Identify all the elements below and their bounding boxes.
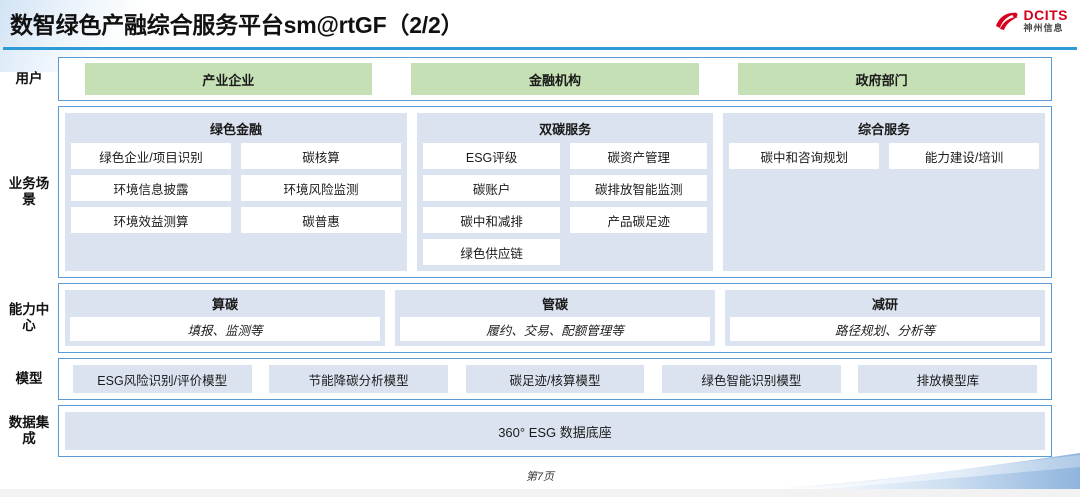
- business-item[interactable]: ESG评级: [423, 143, 561, 169]
- user-cell: 金融机构: [392, 63, 719, 95]
- architecture-diagram: 用户 产业企业 金融机构 政府部门 业务场景 绿色金融 绿色企业/项目识别 碳核…: [0, 57, 1080, 462]
- business-panel-items: 碳中和咨询规划 能力建设/培训: [729, 143, 1039, 265]
- business-panel-green-finance: 绿色金融 绿色企业/项目识别 碳核算 环境信息披露 环境风险监测 环境效益测算 …: [65, 113, 407, 271]
- business-panel-items: 绿色企业/项目识别 碳核算 环境信息披露 环境风险监测 环境效益测算 碳普惠: [71, 143, 401, 265]
- business-item[interactable]: 碳资产管理: [570, 143, 708, 169]
- business-row-body: 绿色金融 绿色企业/项目识别 碳核算 环境信息披露 环境风险监测 环境效益测算 …: [58, 106, 1052, 278]
- row-label-data-integration: 数据集成: [8, 415, 50, 446]
- business-item[interactable]: 碳排放智能监测: [570, 175, 708, 201]
- layer-row-model: 模型 ESG风险识别/评价模型 节能降碳分析模型 碳足迹/核算模型 绿色智能识别…: [0, 358, 1080, 400]
- user-box[interactable]: 产业企业: [84, 63, 373, 95]
- row-label-business-scenario: 业务场景: [8, 176, 50, 207]
- business-item[interactable]: 环境效益测算: [71, 207, 231, 233]
- business-panel-items: ESG评级 碳资产管理 碳账户 碳排放智能监测 碳中和减排 产品碳足迹 绿色供应…: [423, 143, 708, 265]
- capability-panel-subtitle[interactable]: 路径规划、分析等: [730, 317, 1040, 341]
- model-box[interactable]: 绿色智能识别模型: [662, 365, 841, 393]
- business-panel-title: 双碳服务: [539, 122, 592, 137]
- logo-cn-label: 神州信息: [1023, 23, 1064, 33]
- capability-row-body: 算碳 填报、监测等 管碳 履约、交易、配额管理等 减研 路径规划、分析等: [58, 283, 1052, 353]
- business-item[interactable]: 碳账户: [423, 175, 561, 201]
- dcits-swirl-icon: [994, 10, 1020, 32]
- business-item[interactable]: 碳普惠: [241, 207, 401, 233]
- model-cell: ESG风险识别/评价模型: [64, 365, 260, 393]
- bottom-strip: [0, 489, 1080, 497]
- capability-panel-title: 减研: [871, 297, 898, 312]
- model-box[interactable]: ESG风险识别/评价模型: [72, 365, 252, 393]
- capability-panel-subtitle[interactable]: 填报、监测等: [70, 317, 380, 341]
- data-foundation-box[interactable]: 360° ESG 数据底座: [65, 412, 1045, 450]
- model-cell: 排放模型库: [850, 365, 1046, 393]
- capability-panel-manage-carbon: 管碳 履约、交易、配额管理等: [395, 290, 715, 346]
- business-panel-dual-carbon: 双碳服务 ESG评级 碳资产管理 碳账户 碳排放智能监测 碳中和减排 产品碳足迹…: [417, 113, 714, 271]
- model-cell: 碳足迹/核算模型: [457, 365, 653, 393]
- layer-row-capability-center: 能力中心 算碳 填报、监测等 管碳 履约、交易、配额管理等 减研 路径规划、分析…: [0, 283, 1080, 353]
- model-cell: 节能降碳分析模型: [260, 365, 456, 393]
- capability-panel-title: 管碳: [541, 297, 568, 312]
- row-label-user: 用户: [15, 71, 43, 87]
- business-item[interactable]: 产品碳足迹: [570, 207, 708, 233]
- capability-panel-calc-carbon: 算碳 填报、监测等: [65, 290, 385, 346]
- business-item[interactable]: 碳核算: [241, 143, 401, 169]
- business-item[interactable]: 环境信息披露: [71, 175, 231, 201]
- row-label-model: 模型: [15, 371, 43, 387]
- user-cell: 政府部门: [718, 63, 1045, 95]
- business-item[interactable]: 碳中和咨询规划: [729, 143, 880, 169]
- model-box[interactable]: 碳足迹/核算模型: [465, 365, 645, 393]
- business-panel-title: 绿色金融: [209, 122, 262, 137]
- title-divider: [3, 47, 1077, 50]
- layer-row-user: 用户 产业企业 金融机构 政府部门: [0, 57, 1080, 101]
- user-box[interactable]: 金融机构: [411, 63, 699, 95]
- layer-row-data-integration: 数据集成 360° ESG 数据底座: [0, 405, 1080, 457]
- business-item[interactable]: 绿色供应链: [423, 239, 561, 265]
- business-item[interactable]: 绿色企业/项目识别: [71, 143, 231, 169]
- title-bar: 数智绿色产融综合服务平台sm@rtGF（2/2） DCITS 神州信息: [0, 0, 1080, 50]
- user-row-body: 产业企业 金融机构 政府部门: [58, 57, 1052, 101]
- business-item[interactable]: 环境风险监测: [241, 175, 401, 201]
- logo-en-label: DCITS: [1023, 7, 1068, 23]
- model-row-body: ESG风险识别/评价模型 节能降碳分析模型 碳足迹/核算模型 绿色智能识别模型 …: [58, 358, 1052, 400]
- model-cell: 绿色智能识别模型: [653, 365, 849, 393]
- business-item-spacer: [570, 239, 707, 265]
- user-cell: 产业企业: [65, 63, 392, 95]
- business-panel-title: 综合服务: [858, 122, 911, 137]
- footer-page-number: 第7页: [525, 471, 555, 483]
- business-item[interactable]: 碳中和减排: [423, 207, 561, 233]
- capability-panel-title: 算碳: [211, 297, 238, 312]
- logo-text-block: DCITS 神州信息: [1024, 8, 1069, 33]
- brand-logo: DCITS 神州信息: [994, 8, 1069, 33]
- row-label-capability-center: 能力中心: [8, 302, 50, 333]
- layer-row-business-scenario: 业务场景 绿色金融 绿色企业/项目识别 碳核算 环境信息披露 环境风险监测 环境…: [0, 106, 1080, 278]
- user-box[interactable]: 政府部门: [737, 63, 1026, 95]
- business-item[interactable]: 能力建设/培训: [889, 143, 1039, 169]
- data-row-body: 360° ESG 数据底座: [58, 405, 1052, 457]
- page-title: 数智绿色产融综合服务平台sm@rtGF（2/2）: [10, 12, 464, 38]
- business-panel-comprehensive: 综合服务 碳中和咨询规划 能力建设/培训: [723, 113, 1045, 271]
- capability-panel-reduce-research: 减研 路径规划、分析等: [725, 290, 1045, 346]
- model-box[interactable]: 节能降碳分析模型: [269, 365, 448, 393]
- capability-panel-subtitle[interactable]: 履约、交易、配额管理等: [400, 317, 710, 341]
- model-box[interactable]: 排放模型库: [858, 365, 1038, 393]
